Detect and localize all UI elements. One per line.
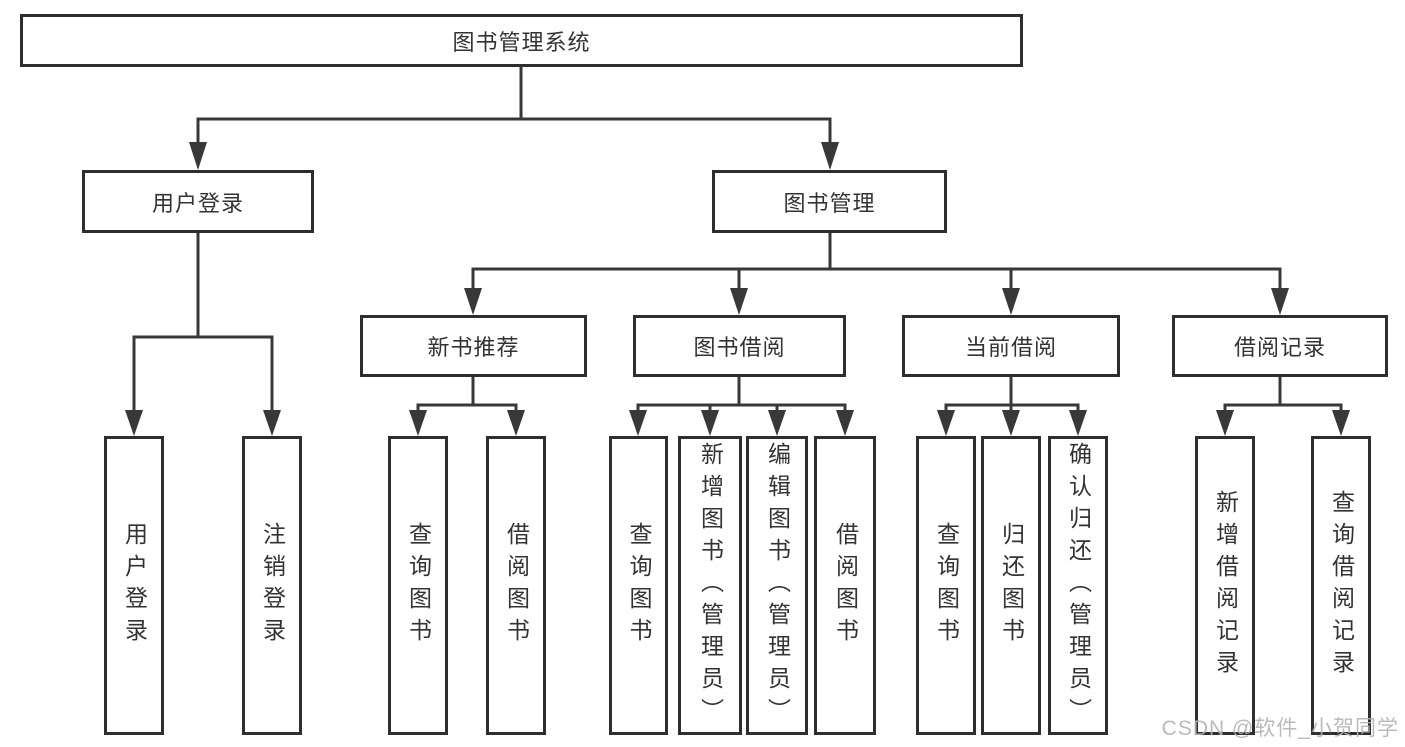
leaf-borrow-books: 借阅图书 (814, 436, 876, 735)
leaf-label: 新增借阅记录 (1212, 489, 1239, 682)
leaf-confirm-return-admin: 确认归还（管理员） (1048, 436, 1108, 735)
node-book-management: 图书管理 (712, 170, 947, 233)
leaf-add-borrow-record: 新增借阅记录 (1195, 436, 1255, 735)
leaf-add-books-admin: 新增图书（管理员） (678, 436, 742, 735)
node-borrowing-records: 借阅记录 (1172, 315, 1388, 377)
leaf-label: 确认归还（管理员） (1065, 441, 1092, 730)
leaf-label: 新增图书（管理员） (697, 441, 724, 730)
node-label: 图书借阅 (693, 335, 786, 360)
leaf-query-books-recommend: 查询图书 (388, 436, 448, 735)
leaf-label: 查询图书 (933, 521, 960, 650)
leaf-user-login: 用户登录 (104, 436, 164, 735)
leaf-query-borrow-record: 查询借阅记录 (1311, 436, 1371, 735)
node-label: 图书管理 (783, 190, 876, 216)
node-label: 借阅记录 (1233, 335, 1326, 360)
leaf-logout: 注销登录 (242, 436, 302, 735)
leaf-label: 查询图书 (626, 521, 652, 650)
leaf-edit-books-admin: 编辑图书（管理员） (746, 436, 808, 735)
node-label: 新书推荐 (427, 335, 520, 360)
node-book-borrowing: 图书借阅 (633, 315, 846, 377)
leaf-query-books-borrowing: 查询图书 (609, 436, 668, 735)
leaf-label: 编辑图书（管理员） (764, 441, 791, 730)
node-label: 用户登录 (151, 190, 244, 216)
leaf-label: 注销登录 (259, 521, 286, 650)
leaf-label: 用户登录 (121, 521, 148, 650)
node-book-management-system: 图书管理系统 (20, 14, 1023, 67)
node-label: 当前借阅 (964, 335, 1057, 360)
leaf-return-books: 归还图书 (981, 436, 1041, 735)
leaf-label: 借阅图书 (503, 521, 530, 650)
leaf-query-books-current: 查询图书 (916, 436, 976, 735)
watermark: CSDN @软件_小贺同学 (1161, 717, 1399, 740)
node-current-borrowing: 当前借阅 (902, 315, 1120, 377)
node-new-book-recommendation: 新书推荐 (360, 315, 587, 377)
leaf-label: 归还图书 (998, 521, 1025, 650)
node-user-login: 用户登录 (82, 170, 314, 233)
node-label: 图书管理系统 (452, 29, 591, 55)
leaf-label: 查询图书 (405, 521, 432, 650)
leaf-label: 借阅图书 (832, 521, 859, 650)
leaf-label: 查询借阅记录 (1328, 489, 1355, 682)
leaf-borrow-books-recommend: 借阅图书 (486, 436, 546, 735)
